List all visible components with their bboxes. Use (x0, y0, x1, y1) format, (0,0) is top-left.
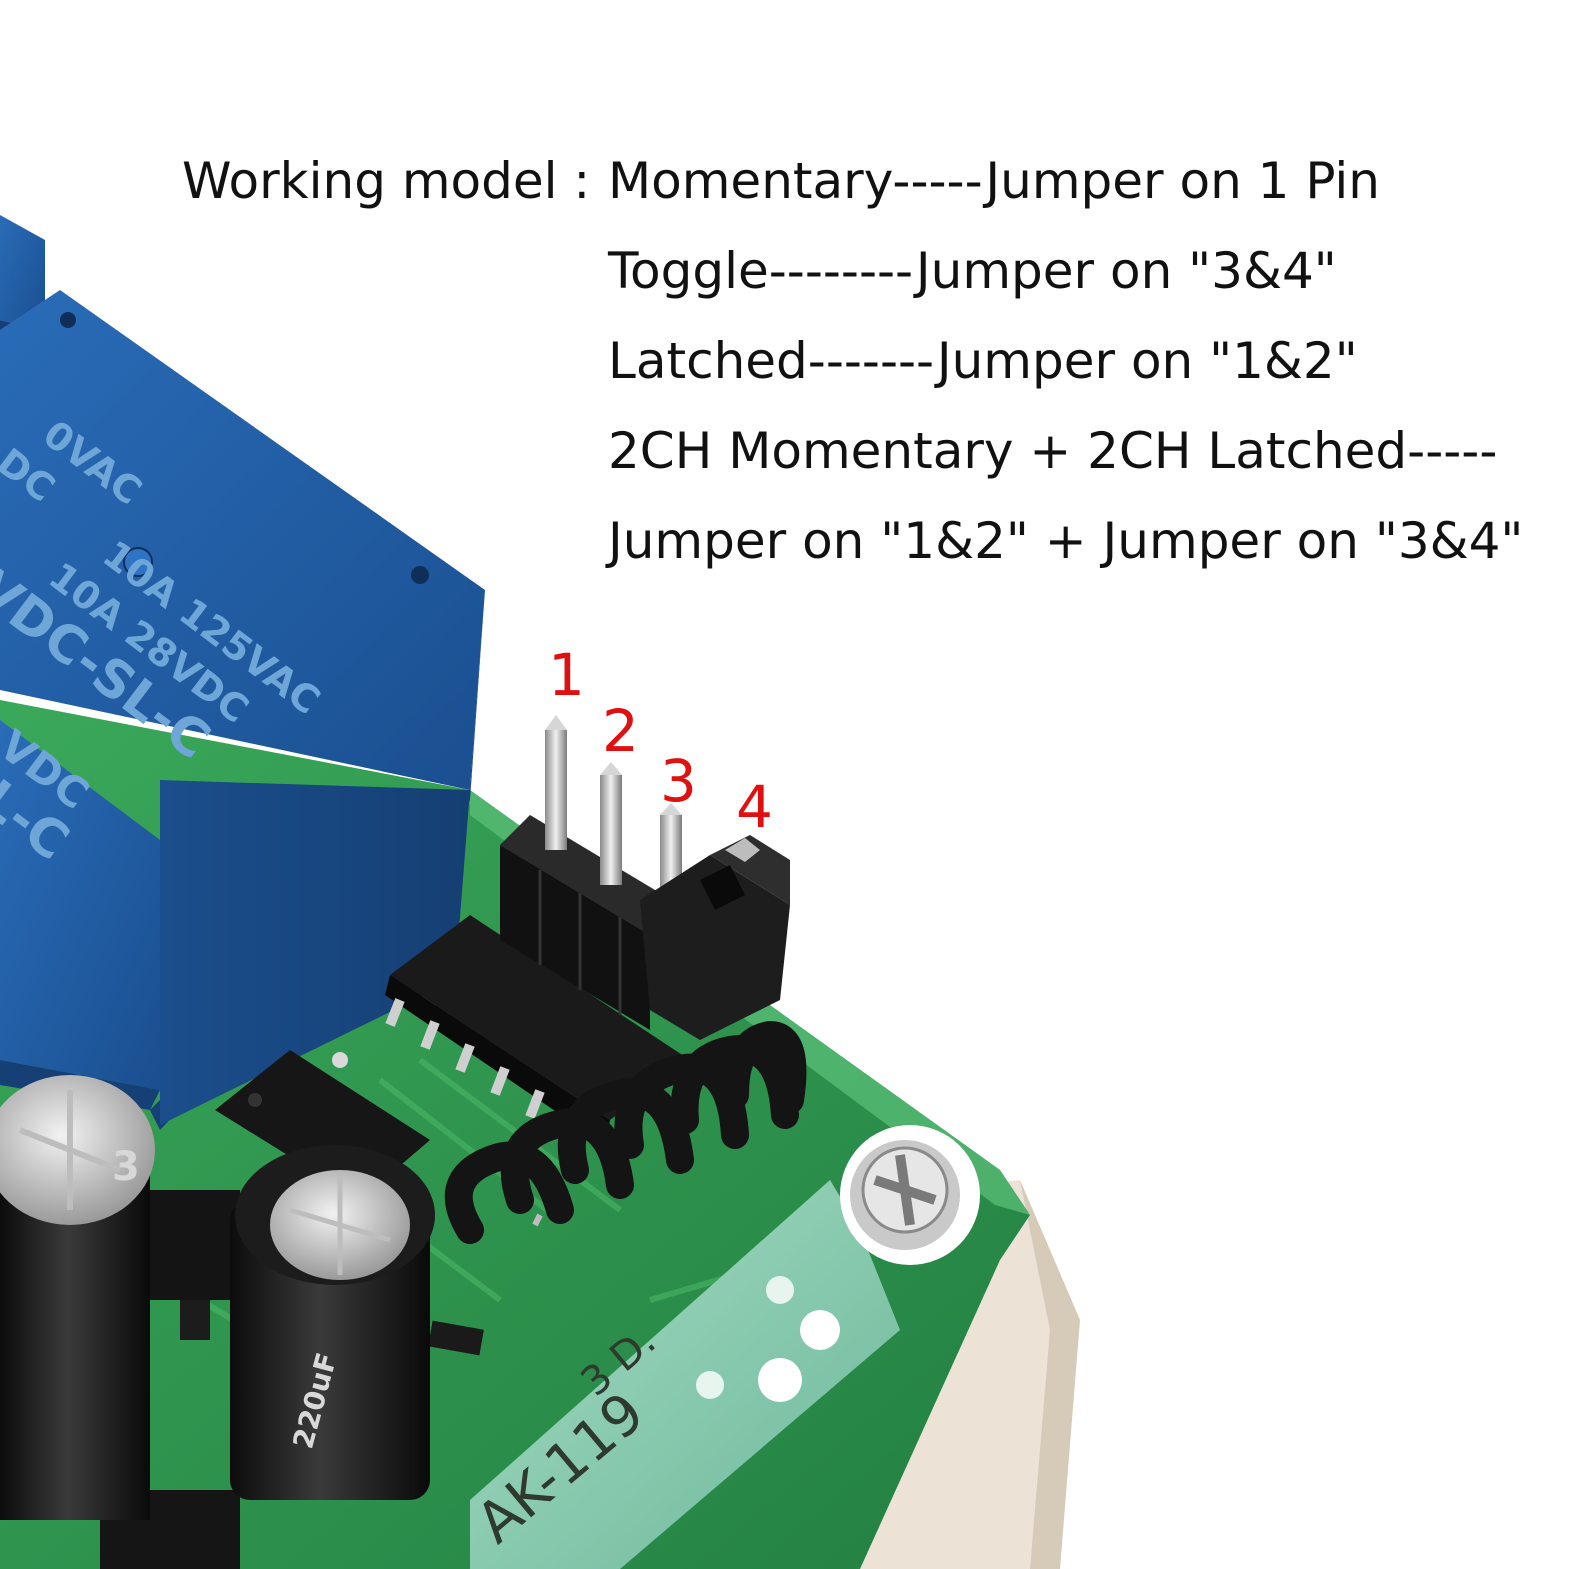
header-pin-1 (545, 715, 567, 850)
caption-line-mixed-jumpers: Jumper on "1&2" + Jumper on "3&4" (608, 512, 1524, 570)
jumper-cap (640, 835, 790, 1040)
relay-main: 10A 125VAC 10A 28VDC VDC-SL-C 0VAC DC (0, 290, 485, 1130)
smd-components (100, 1190, 484, 1569)
caption-line-momentary: Momentary-----Jumper on 1 Pin (608, 152, 1380, 210)
pin-label-3: 3 (660, 747, 697, 815)
capacitor-large: 3 (0, 1075, 155, 1520)
pin-label-4: 4 (736, 773, 773, 841)
pin-label-1: 1 (548, 641, 585, 709)
caption-line-latched: Latched-------Jumper on "1&2" (608, 332, 1358, 390)
caption-prefix: Working model : (182, 152, 591, 210)
pin-label-2: 2 (602, 697, 639, 765)
caption-line-mixed: 2CH Momentary + 2CH Latched----- (608, 422, 1498, 480)
caption-line-toggle: Toggle--------Jumper on "3&4" (608, 242, 1337, 300)
capacitor-large-mark: 3 (112, 1144, 140, 1190)
mounting-screw (840, 1125, 980, 1265)
antenna-coil (444, 1020, 807, 1244)
capacitor-small: 220uF (230, 1145, 435, 1500)
antenna-tip (532, 1213, 543, 1227)
header-pin-2 (600, 762, 622, 885)
